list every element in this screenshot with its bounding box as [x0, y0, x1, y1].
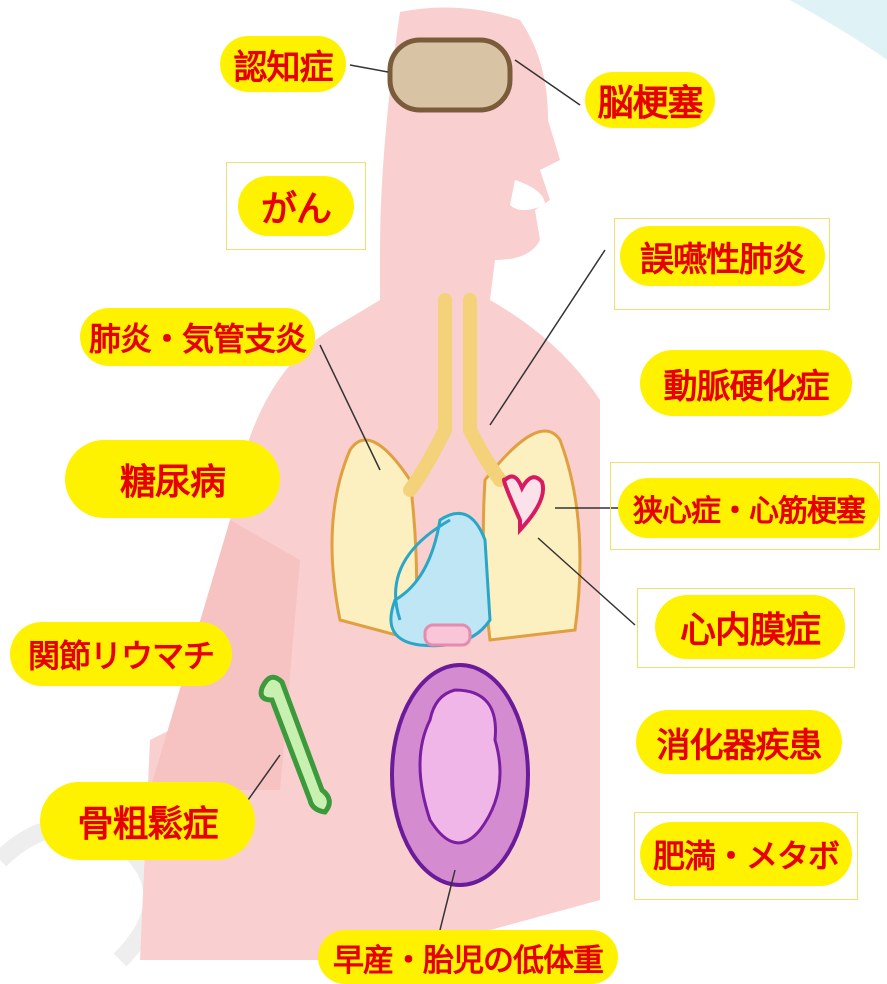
arrow-osteoporosis: [247, 754, 281, 801]
frame-endocarditis: [637, 588, 855, 668]
label-arteriosclerosis: 動脈硬化症: [640, 350, 852, 416]
fetus-shape: [418, 688, 502, 845]
label-rheumatoid-arthritis: 関節リウマチ: [10, 622, 232, 686]
pointer-arrows: [247, 59, 636, 931]
heart-shape: [502, 474, 545, 536]
background-swirl: [790, 0, 887, 60]
brain-shape: [387, 37, 513, 113]
frame-aspiration: [614, 218, 830, 310]
arrow-aspiration: [489, 249, 606, 426]
label-cancer: がん: [238, 176, 354, 236]
label-dementia: 認知症: [220, 36, 346, 92]
label-endocarditis: 心内膜症: [655, 595, 845, 659]
arrow-dementia: [349, 64, 389, 73]
label-pneumonia-bronchitis: 肺炎・気管支炎: [80, 308, 315, 366]
label-diabetes: 糖尿病: [65, 440, 280, 518]
label-osteoporosis: 骨粗鬆症: [40, 782, 255, 860]
label-obesity-metabolic: 肥満・メタボ: [640, 822, 852, 886]
arrow-preterm: [439, 869, 456, 931]
label-angina-infarction: 狭心症・心筋梗塞: [618, 478, 880, 538]
label-aspiration-pneumonia: 誤嚥性肺炎: [620, 226, 825, 286]
arrow-stroke: [514, 59, 581, 106]
arrow-pneumonia: [319, 344, 381, 471]
mouth-shape: [510, 180, 545, 210]
label-stroke: 脳梗塞: [585, 72, 715, 128]
right-lung: [481, 429, 582, 642]
label-preterm-low-birth-weight: 早産・胎児の低体重: [318, 930, 618, 984]
frame-obesity: [634, 812, 858, 900]
label-digestive-disease: 消化器疾患: [636, 710, 842, 774]
stomach-shape: [389, 511, 492, 648]
intestine-band: [423, 623, 472, 647]
arrow-endocarditis: [537, 537, 636, 626]
esophagus-line: [394, 518, 451, 621]
trachea: [403, 293, 507, 497]
frame-cancer: [226, 162, 366, 250]
bone-shape: [258, 674, 332, 815]
